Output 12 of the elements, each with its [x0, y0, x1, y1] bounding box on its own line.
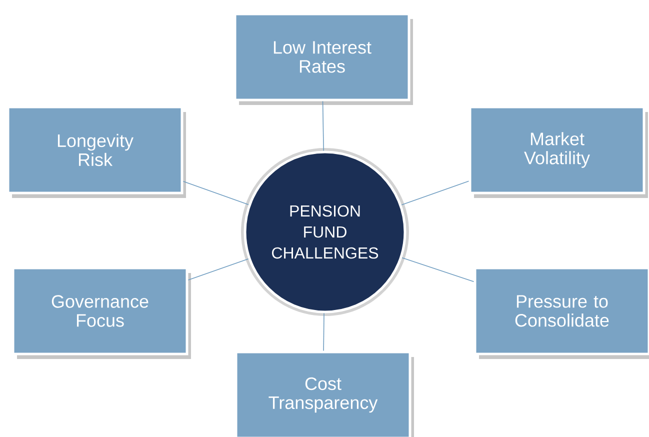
connector-line — [402, 257, 474, 282]
challenge-box: Market Volatility — [468, 106, 648, 198]
connector-line — [323, 312, 324, 352]
connector-line — [188, 258, 249, 280]
challenge-box: Cost Transparency — [234, 350, 414, 437]
challenge-box: Pressure to Consolidate — [474, 266, 649, 359]
challenge-box: Low Interest Rates — [234, 12, 413, 105]
challenge-box: Longevity Risk — [6, 106, 186, 198]
connector-line — [182, 180, 249, 206]
connector-line — [322, 100, 324, 152]
connector-line — [401, 180, 470, 206]
challenge-box: Governance Focus — [12, 266, 191, 359]
